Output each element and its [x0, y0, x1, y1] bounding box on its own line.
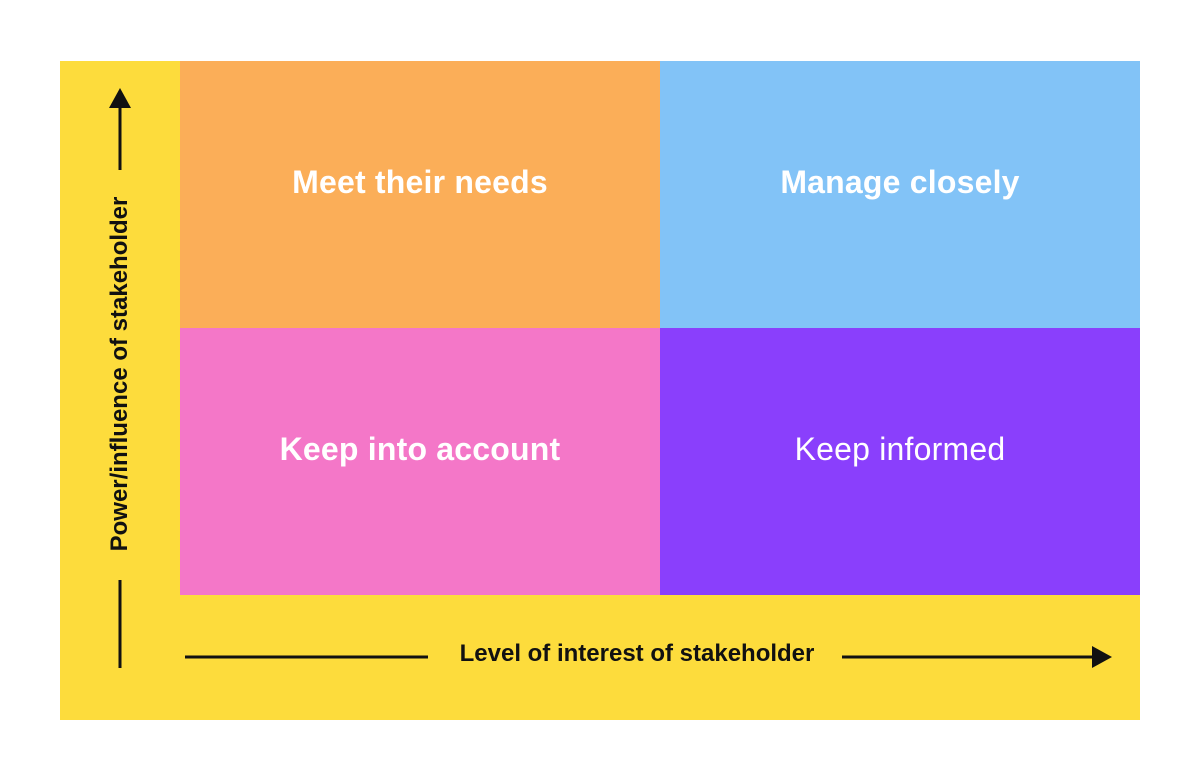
quadrant-manage-closely: Manage closely	[660, 61, 1140, 328]
y-axis-label: Power/influence of stakeholder	[106, 196, 133, 552]
quadrant-label: Keep into account	[279, 431, 561, 467]
quadrant-label: Keep informed	[794, 431, 1006, 467]
quadrant-meet-their-needs: Meet their needs	[180, 61, 660, 328]
quadrant-keep-informed: Keep informed	[660, 328, 1140, 595]
x-axis-label: Level of interest of stakeholder	[459, 640, 815, 667]
quadrant-label: Manage closely	[780, 164, 1020, 200]
quadrant-keep-into-account: Keep into account	[180, 328, 660, 595]
quadrant-label: Meet their needs	[292, 164, 548, 200]
